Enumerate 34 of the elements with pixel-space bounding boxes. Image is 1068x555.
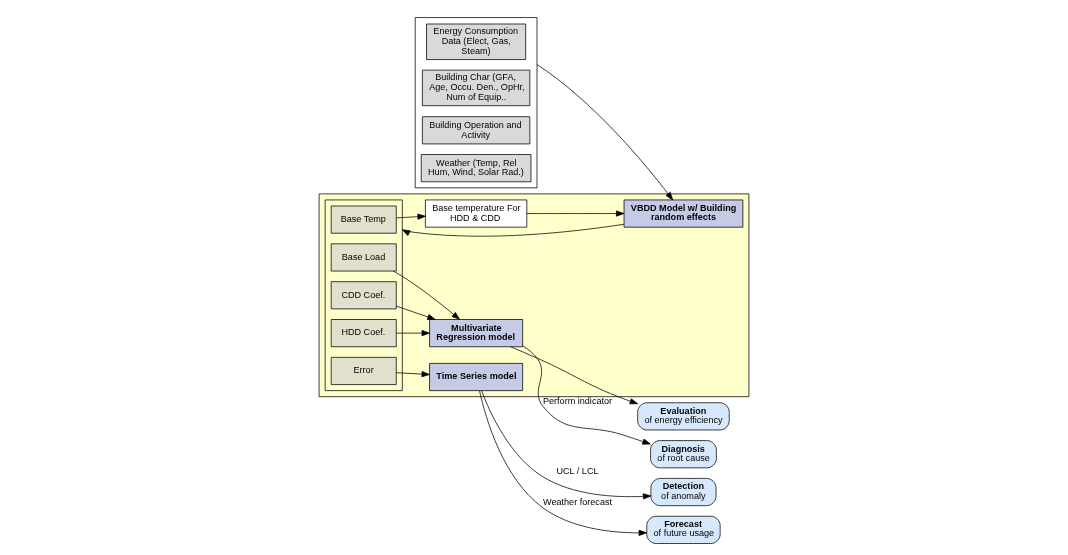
edge-label: Perform indicator — [542, 395, 613, 406]
node-box: Energy Consumption Data (Elect, Gas, Steam) — [426, 23, 527, 60]
arrow — [396, 305, 436, 320]
node-box: CDD Coef. — [330, 281, 397, 310]
node-box: Base Load — [330, 243, 397, 272]
node-box: VBDD Model w/ Building random effects — [623, 199, 744, 228]
node-box: Forecast of future usage — [646, 515, 721, 544]
node-box: Diagnosis of root cause — [650, 440, 717, 469]
node-box: Building Operation and Activity — [422, 116, 531, 145]
arrow — [526, 210, 625, 217]
arrow — [536, 64, 674, 201]
node-box: Base temperature For HDD & CDD — [425, 199, 528, 228]
node-box: Base Temp — [330, 205, 397, 234]
cluster — [324, 199, 403, 391]
arrow — [510, 346, 638, 405]
arrow — [401, 223, 625, 237]
node-box: Time Series model — [429, 363, 524, 391]
node-box: Detection of anomaly — [650, 478, 717, 507]
arrow — [392, 270, 460, 320]
arrow — [396, 371, 430, 378]
node-box: Weather (Temp, Rel Hum, Wind, Solar Rad.) — [420, 154, 532, 183]
node-box: Multivariate Regression model — [429, 319, 524, 348]
arrow — [522, 345, 651, 445]
edge-label: UCL / LCL — [556, 466, 599, 477]
node-box: Error — [330, 356, 397, 385]
arrow — [479, 390, 647, 536]
node-box: HDD Coef. — [330, 319, 397, 348]
edge-label: Weather forecast — [543, 497, 612, 508]
node-box: Building Char (GFA, Age, Occu. Den., OpHr, Num of Equip.. — [422, 69, 531, 107]
node-box: Evaluation of energy efficiency — [637, 402, 730, 431]
cluster — [414, 17, 538, 189]
arrow — [396, 330, 430, 337]
arrow — [396, 213, 426, 220]
arrow — [481, 390, 652, 500]
